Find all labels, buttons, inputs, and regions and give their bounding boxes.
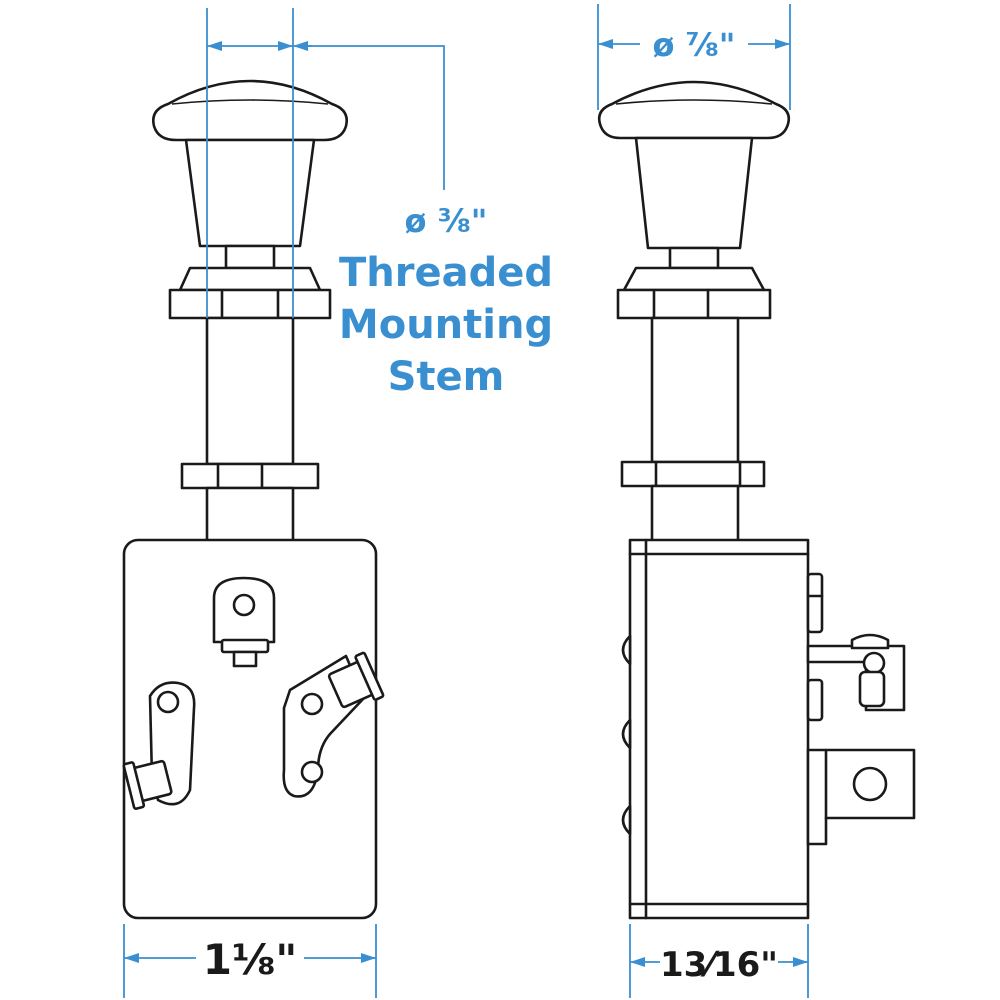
- side-neck: [668, 246, 720, 270]
- stem-diameter-label: ø ⅜": [405, 202, 488, 240]
- front-terminal-top: [212, 576, 276, 668]
- front-terminal-right: [282, 651, 385, 798]
- head-diameter-dimension: ø ⅞": [597, 4, 791, 110]
- front-bezel: [178, 266, 322, 292]
- side-terminals: [806, 572, 916, 846]
- front-switch-body: [122, 538, 378, 920]
- front-knob-cap: [152, 79, 348, 142]
- side-knob-shank: [634, 136, 754, 250]
- side-threaded-stem: [650, 316, 740, 464]
- front-lower-nut: [180, 462, 320, 490]
- body-depth-label: 13⁄16": [660, 945, 778, 985]
- stem-diameter-dimension: ø ⅜" Threaded Mounting Stem: [206, 8, 553, 400]
- front-threaded-stem: [205, 316, 295, 466]
- front-view: [122, 79, 385, 920]
- callout-threaded: Threaded: [339, 250, 553, 296]
- front-stem-lower: [205, 486, 295, 544]
- body-depth-dimension: 13⁄16": [629, 924, 809, 998]
- side-upper-nut: [616, 288, 772, 320]
- callout-mounting: Mounting: [339, 302, 553, 348]
- front-neck: [224, 244, 276, 270]
- head-diameter-label: ø ⅞": [653, 26, 736, 64]
- side-bezel: [622, 266, 766, 292]
- side-stem-lower: [650, 484, 740, 544]
- side-knob-cap: [597, 80, 791, 140]
- front-upper-nut: [168, 288, 332, 320]
- body-width-dimension: 1⅛": [123, 924, 377, 998]
- side-view: [597, 80, 916, 920]
- callout-stem: Stem: [388, 354, 505, 400]
- front-terminal-left: [122, 681, 196, 810]
- front-knob-shank: [184, 138, 316, 248]
- body-width-label: 1⅛": [203, 935, 298, 984]
- side-lower-nut: [620, 460, 766, 488]
- side-switch-body: [628, 538, 810, 920]
